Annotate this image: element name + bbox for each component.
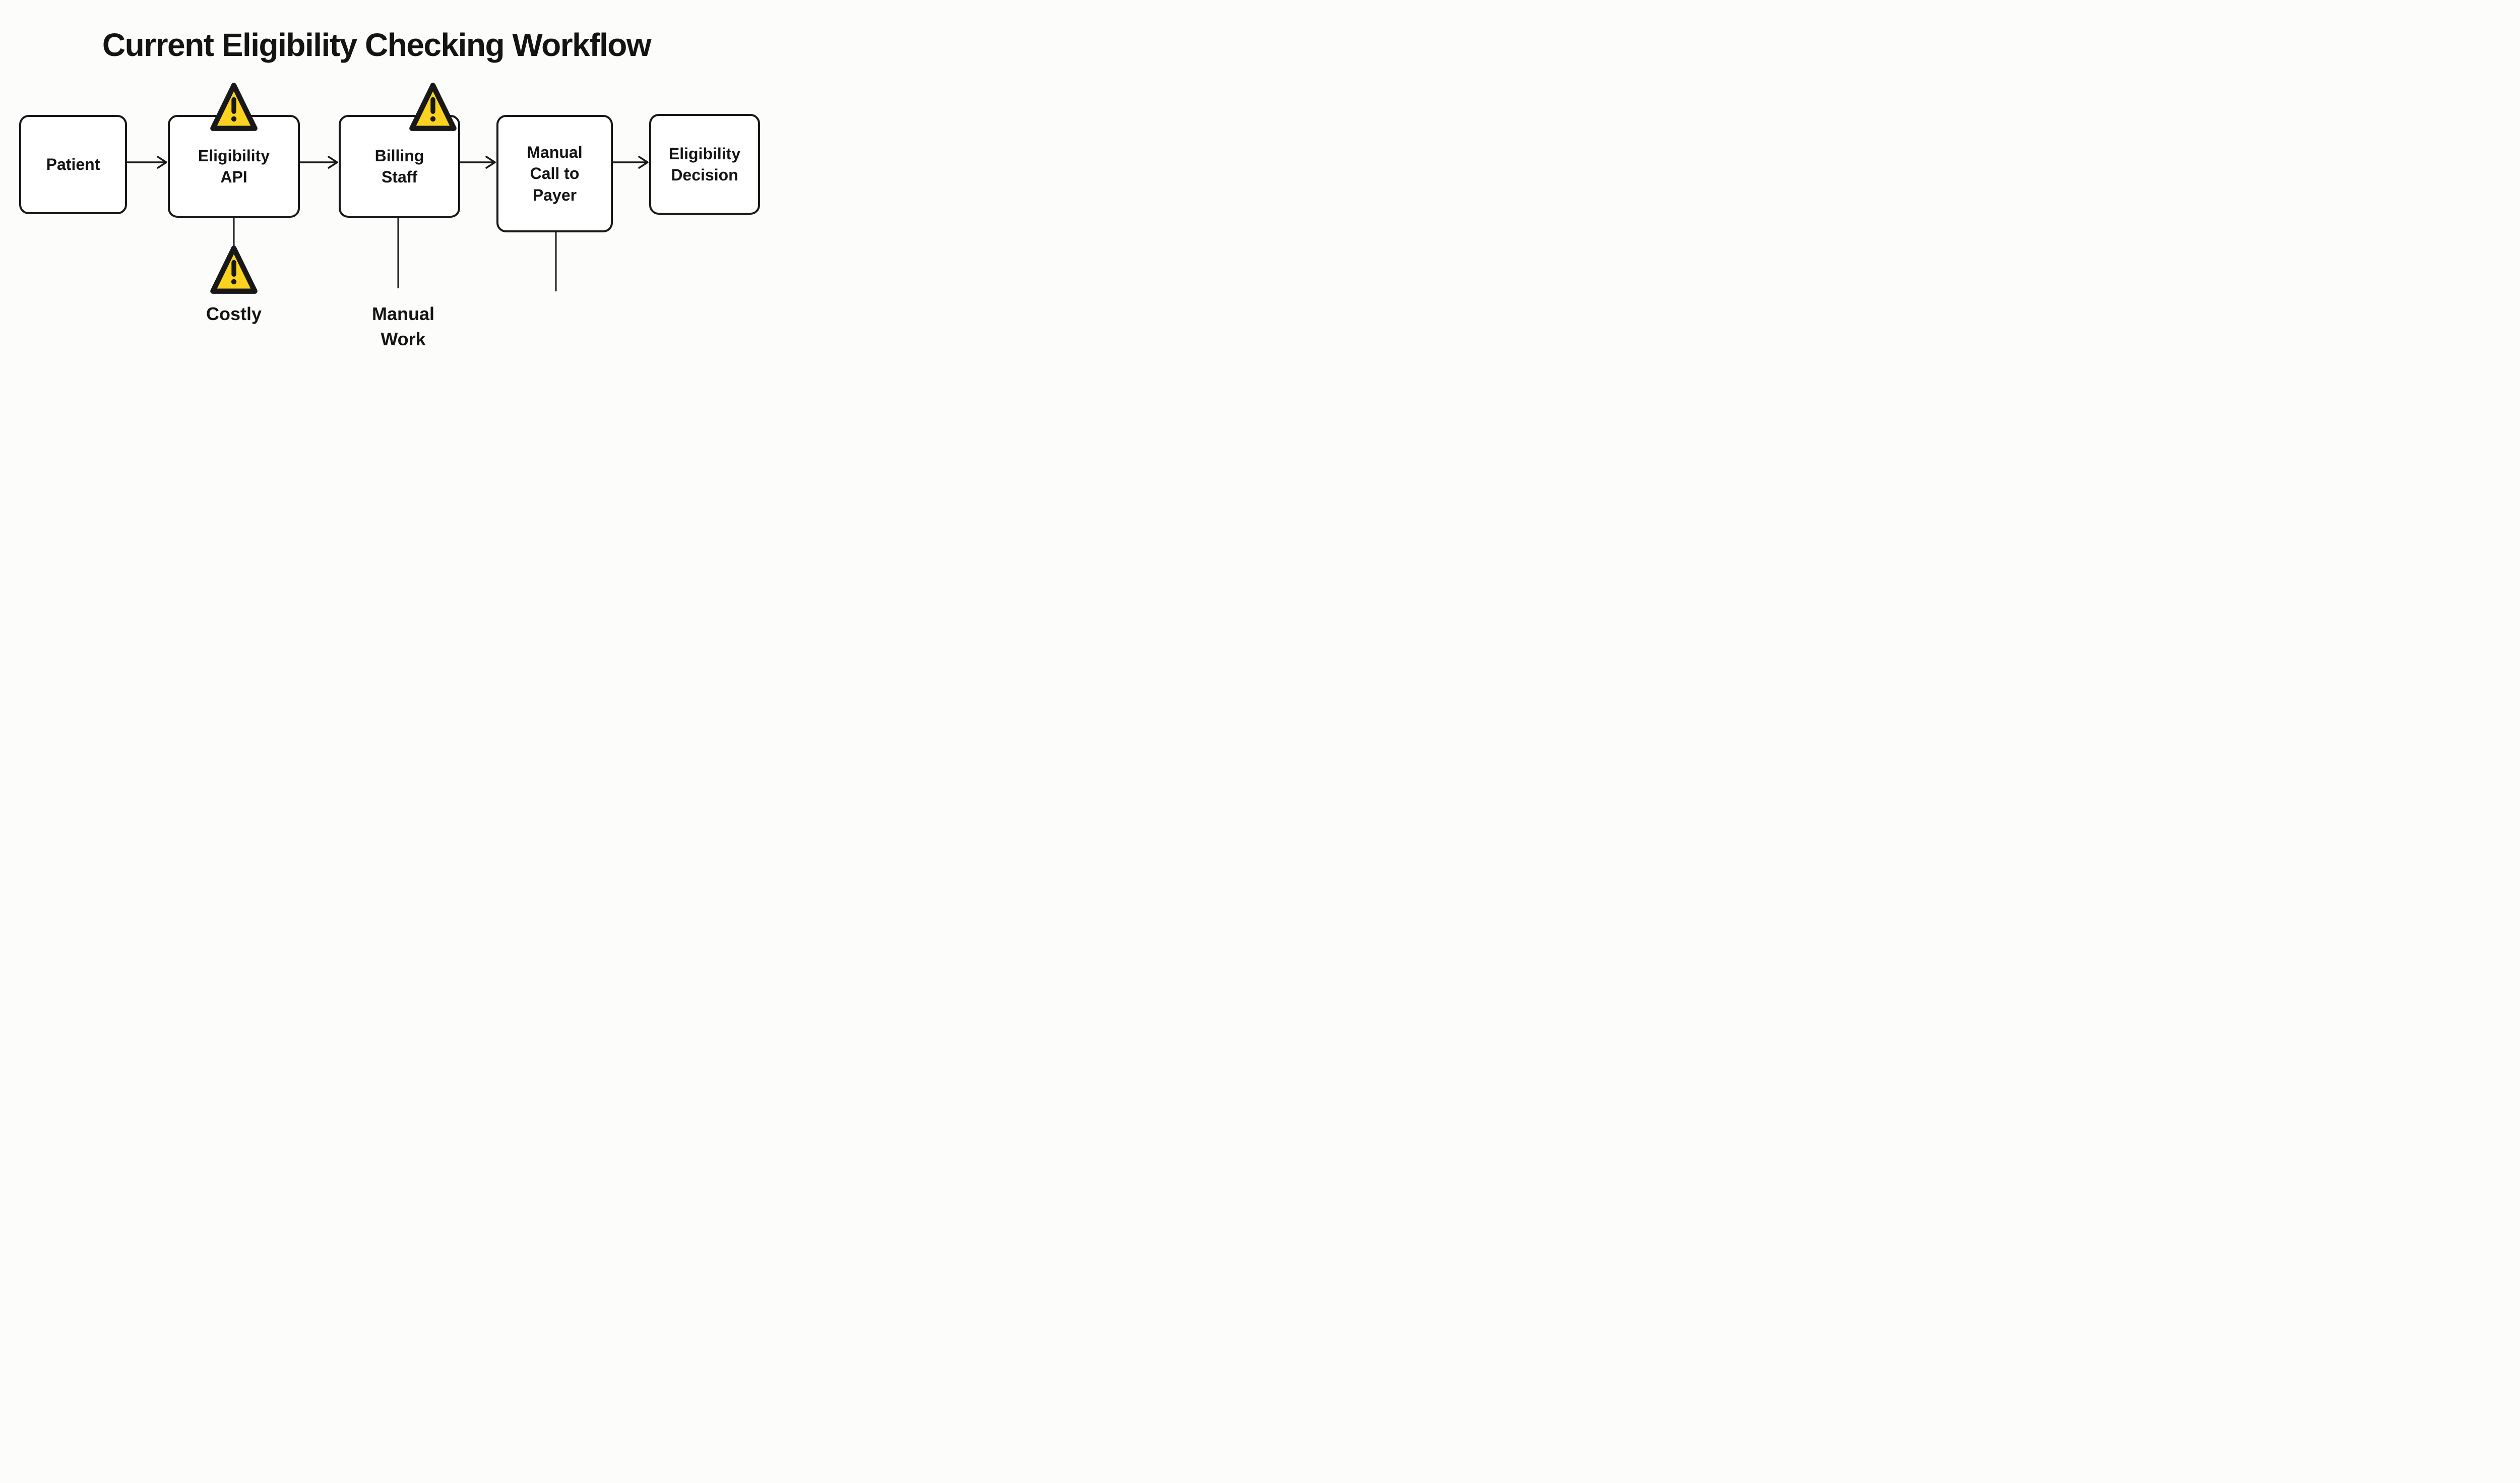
node-billing-staff: Billing Staff [339, 115, 460, 218]
arrow-patient-to-eligibility-api [126, 156, 167, 169]
node-eligibility-decision: Eligibility Decision [649, 114, 760, 215]
diagram-canvas: Current Eligibility Checking Workflow [0, 0, 790, 363]
annotation-manual-work: Manual Work [348, 301, 459, 352]
node-label: Eligibility [668, 144, 741, 163]
annotation-label: Work [381, 329, 426, 350]
annotation-costly: Costly [183, 301, 284, 327]
node-label: Manual [527, 143, 583, 162]
node-label: Billing [374, 146, 424, 165]
warning-triangle-icon [210, 245, 258, 294]
node-patient: Patient [19, 115, 127, 214]
warning-triangle-icon [409, 83, 457, 131]
warning-triangle-icon [210, 83, 258, 131]
arrow-manual-call-to-eligibility-decision [612, 156, 649, 169]
node-label: Staff [381, 168, 418, 186]
node-label: Call to [530, 164, 580, 183]
node-manual-call-to-payer: Manual Call to Payer [496, 115, 613, 232]
node-label: API [220, 168, 247, 186]
arrow-billing-staff-to-manual-call [459, 156, 496, 169]
arrow-eligibility-api-to-billing-staff [299, 156, 338, 169]
diagram-title: Current Eligibility Checking Workflow [102, 27, 652, 63]
annotation-label: Costly [206, 303, 262, 324]
node-eligibility-api: Eligibility API [168, 115, 300, 218]
node-label: Eligibility [198, 146, 270, 165]
annotation-label: Manual [371, 303, 434, 324]
node-label: Decision [671, 166, 738, 184]
connector-lines [126, 156, 649, 291]
node-label: Payer [532, 186, 577, 204]
node-label: Patient [46, 155, 100, 174]
